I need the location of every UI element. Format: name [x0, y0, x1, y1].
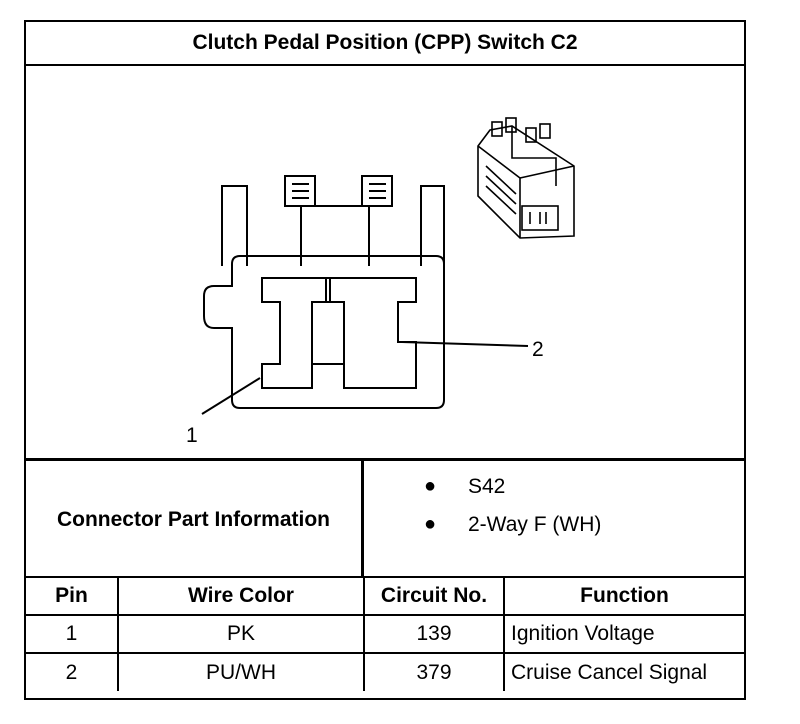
header-circuit-no: Circuit No.: [363, 576, 505, 615]
pin-2-leader: [401, 341, 529, 347]
connector-iso-sketch: [477, 117, 575, 239]
header-wire-color: Wire Color: [117, 576, 365, 615]
left-latch-tab: [284, 175, 316, 207]
pin-1-label: 1: [186, 424, 198, 447]
table-row: 1 PK 139 Ignition Voltage: [26, 614, 744, 654]
cell-function: Cruise Cancel Signal: [503, 652, 744, 691]
cell-pin: 2: [26, 652, 119, 691]
cell-wire-color: PK: [117, 614, 365, 654]
pin-table-header: Pin Wire Color Circuit No. Function: [26, 576, 744, 615]
cell-circuit: 379: [363, 652, 505, 691]
right-post: [420, 185, 445, 266]
table-row: 2 PU/WH 379 Cruise Cancel Signal: [26, 652, 744, 691]
connector-info-list: ● S42 ● 2-Way F (WH): [424, 475, 602, 536]
left-post: [221, 185, 248, 266]
header-pin: Pin: [26, 576, 119, 615]
terminal-cavities: [261, 277, 417, 389]
top-bridge: [300, 205, 370, 266]
connector-body: [203, 255, 445, 409]
header-function: Function: [503, 576, 744, 615]
cell-function: Ignition Voltage: [503, 614, 744, 654]
bullet-icon: ●: [424, 513, 437, 535]
bullet-icon: ●: [424, 475, 437, 497]
cell-circuit: 139: [363, 614, 505, 654]
connector-part-information: Connector Part Information ● S42 ● 2-Way…: [26, 458, 744, 578]
right-latch-tab: [361, 175, 393, 207]
connector-diagram: 1 2: [26, 66, 744, 460]
connector-sheet: Clutch Pedal Position (CPP) Switch C2: [24, 20, 746, 700]
pin-1-leader: [201, 377, 261, 415]
connector-info-label: Connector Part Information: [26, 461, 364, 578]
page-title: Clutch Pedal Position (CPP) Switch C2: [26, 22, 744, 66]
cell-wire-color: PU/WH: [117, 652, 365, 691]
pin-2-label: 2: [532, 338, 544, 361]
connector-face-view: 1 2: [186, 117, 575, 447]
pin-table: Pin Wire Color Circuit No. Function 1 PK…: [26, 576, 744, 691]
cell-pin: 1: [26, 614, 119, 654]
